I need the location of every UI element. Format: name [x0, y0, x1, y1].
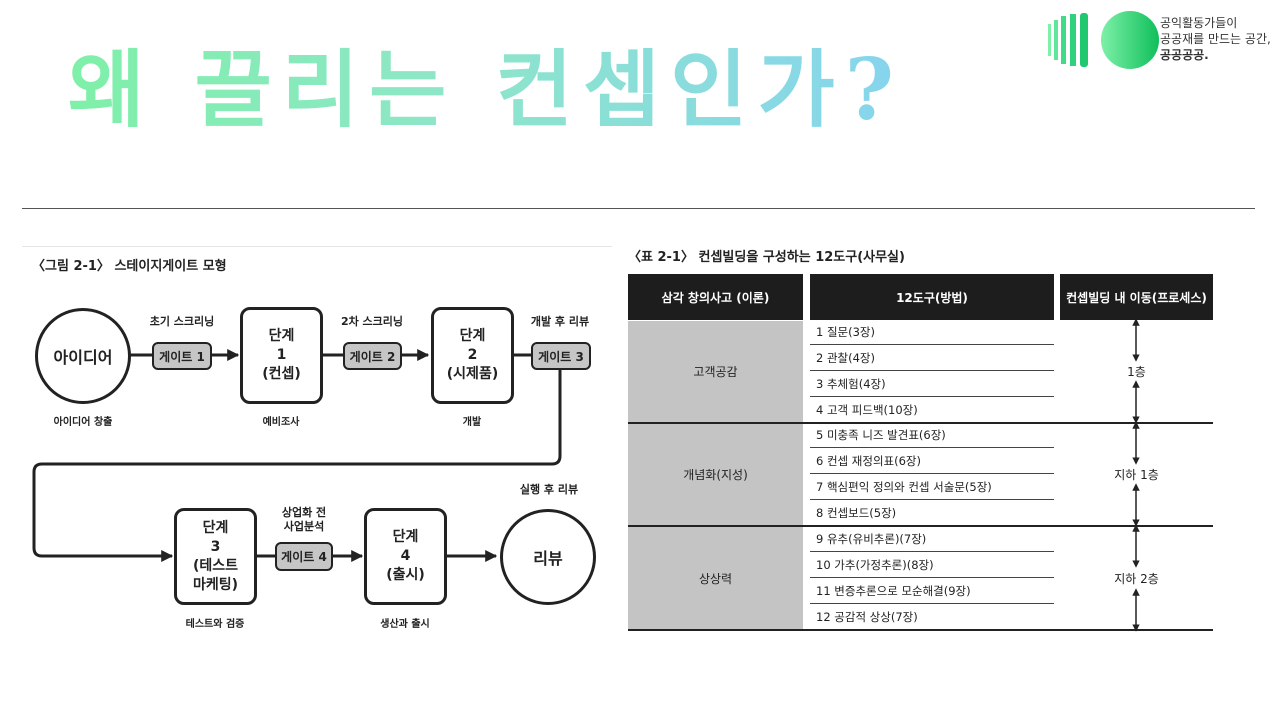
logo-line-1: 공익활동가들이	[1160, 16, 1238, 30]
table-header-theory: 삼각 창의사고 (이론)	[628, 274, 803, 320]
stage-3: 단계 3 (테스트 마케팅)	[174, 508, 257, 605]
review-after-exec-label: 실행 후 리뷰	[519, 483, 579, 496]
group-2-cell: 개념화(지성)	[628, 424, 803, 525]
floor-label-2: 지하 1층	[1114, 468, 1159, 482]
table-header-tools: 12도구(방법)	[810, 274, 1054, 320]
stage-4: 단계 4 (출시)	[364, 508, 447, 605]
idea-caption: 아이디어 창출	[53, 417, 113, 428]
logo-text: 공익활동가들이 공공재를 만드는 공간, 공공공공.	[1160, 15, 1271, 63]
table-row: 9 유추(유비추론)(7장)	[816, 532, 927, 546]
stage-2-line-2: 2	[467, 347, 478, 363]
stage-3-line-1: 단계	[202, 519, 229, 536]
table-title: 〈표 2-1〉 컨셉빌딩을 구성하는 12도구(사무실)	[628, 250, 905, 265]
stage-2-caption: 개발	[462, 417, 482, 428]
row-divider	[810, 577, 1054, 578]
logo-graphic	[1048, 11, 1159, 69]
stage-4-line-2: 4	[400, 548, 411, 564]
gate-4: 게이트 4	[275, 542, 333, 571]
stage-2-line-1: 단계	[459, 328, 486, 344]
table-row: 8 컨셉보드(5장)	[816, 506, 897, 520]
row-divider	[810, 370, 1054, 371]
stage-4-line-1: 단계	[392, 529, 419, 545]
gate-3-label: 게이트 3	[538, 349, 584, 364]
gate-2-label: 게이트 2	[349, 349, 396, 364]
table-row: 1 질문(3장)	[816, 325, 876, 339]
gate-3: 게이트 3	[531, 342, 591, 370]
stage-1: 단계 1 (컨셉)	[240, 307, 323, 404]
table-bottom-line	[628, 629, 1213, 631]
group-3-label: 상상력	[698, 572, 733, 586]
table-row: 7 핵심편익 정의와 컨셉 서술문(5장)	[816, 480, 992, 494]
gate-4-label: 게이트 4	[281, 550, 327, 564]
group-1-cell: 고객공감	[628, 321, 803, 422]
stage-1-line-3: (컨셉)	[262, 366, 301, 382]
group-3-cell: 상상력	[628, 527, 803, 630]
figure-top-line	[22, 246, 612, 247]
row-divider	[810, 551, 1054, 552]
stage-3-line-2: 3	[210, 538, 221, 555]
pre-commercial-label-2: 사업분석	[283, 520, 325, 533]
gate-2: 게이트 2	[343, 342, 402, 370]
logo-line-3: 공공공공.	[1160, 48, 1209, 62]
stage-1-caption: 예비조사	[262, 417, 300, 428]
headline: 왜 끌리는 컨셉인가?	[68, 40, 904, 139]
row-divider	[810, 473, 1054, 474]
row-divider	[810, 396, 1054, 397]
group-divider	[628, 525, 1213, 527]
gate-1: 게이트 1	[152, 342, 212, 370]
table-row: 10 가추(가정추론)(8장)	[816, 558, 934, 572]
stage-3-caption: 테스트와 검증	[185, 619, 245, 630]
figure-title: 〈그림 2-1〉 스테이지게이트 모형	[32, 259, 227, 274]
stage-4-line-3: (출시)	[386, 567, 425, 583]
row-divider	[810, 499, 1054, 500]
gate-1-label: 게이트 1	[159, 349, 205, 364]
table-row: 5 미충족 니즈 발견표(6장)	[816, 428, 946, 442]
stage-4-caption: 생산과 출시	[380, 619, 430, 630]
table-row: 11 변증추론으로 모순해결(9장)	[816, 584, 971, 598]
table-row: 4 고객 피드백(10장)	[816, 403, 918, 417]
stage-2-line-3: (시제품)	[446, 366, 499, 382]
row-divider	[810, 344, 1054, 345]
row-divider	[810, 603, 1054, 604]
table-header-process: 컨셉빌딩 내 이동(프로세스)	[1060, 274, 1213, 320]
stage-1-line-2: 1	[276, 347, 287, 363]
divider	[22, 208, 1255, 209]
table-row: 6 컨셉 재정의표(6장)	[816, 454, 921, 468]
review-after-dev-label: 개발 후 리뷰	[530, 315, 590, 328]
table-row: 3 추체험(4장)	[816, 377, 886, 391]
idea-circle: 아이디어	[35, 308, 131, 404]
row-divider	[810, 447, 1054, 448]
pre-commercial-label-1: 상업화 전	[281, 506, 327, 519]
review-circle: 리뷰	[500, 509, 596, 605]
review-label: 리뷰	[533, 549, 563, 568]
table-row: 12 공감적 상상(7장)	[816, 610, 918, 624]
logo-line-2: 공공재를 만드는 공간,	[1160, 32, 1271, 46]
stage-3-line-4: 마케팅)	[192, 576, 239, 593]
group-divider	[628, 422, 1213, 424]
floor-label-3: 지하 2층	[1114, 572, 1159, 586]
screen1-label: 초기 스크리닝	[149, 315, 215, 328]
stage-2: 단계 2 (시제품)	[431, 307, 514, 404]
table-row: 2 관찰(4장)	[816, 351, 876, 365]
stage-3-line-3: (테스트	[192, 557, 239, 574]
group-2-label: 개념화(지성)	[683, 468, 748, 482]
idea-label: 아이디어	[53, 348, 113, 367]
screen2-label: 2차 스크리닝	[340, 315, 404, 328]
stage-1-line-1: 단계	[268, 328, 295, 344]
floor-label-1: 1층	[1127, 365, 1146, 379]
group-1-label: 고객공감	[693, 365, 738, 379]
